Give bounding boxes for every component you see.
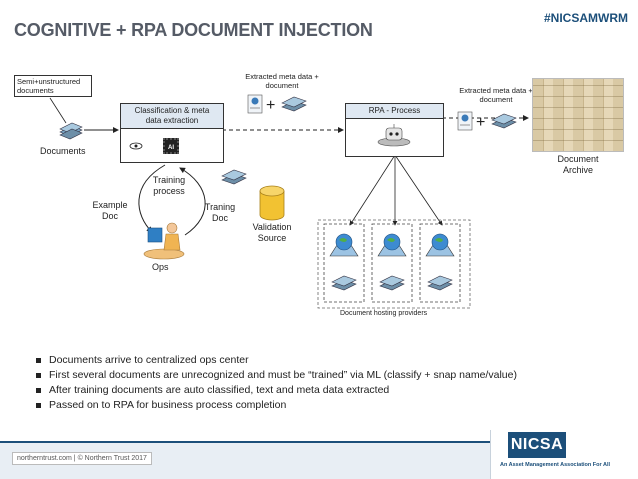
hosting-providers-label: Document hosting providers (340, 310, 428, 317)
documents-stack-icon (59, 122, 83, 140)
training-doc-label: Traning Doc (204, 202, 236, 223)
bullet-item: Documents arrive to centralized ops cent… (36, 353, 517, 368)
svg-text:+: + (476, 114, 485, 131)
training-loop-left (138, 164, 166, 233)
database-icon (259, 185, 285, 221)
svg-text:+: + (266, 97, 275, 114)
footer-site-text: northerntrust.com | © Northern Trust 201… (12, 452, 152, 465)
meta-plus-document-icon-2: + (457, 111, 517, 131)
documents-label: Documents (40, 146, 86, 156)
document-archive-label: Document Archive (557, 154, 599, 175)
nicsa-tagline: An Asset Management Association For All (500, 462, 611, 468)
bullet-item: After training documents are auto classi… (36, 383, 517, 398)
hashtag: #NICSAMWRM (544, 11, 628, 25)
bullet-item: Passed on to RPA for business process co… (36, 398, 517, 413)
extracted-meta-label-1: Extracted meta data + document (245, 72, 319, 90)
training-loop-right (179, 167, 206, 236)
hosting-provider-icon-3 (425, 233, 455, 291)
diagram: Semi+unstructured documents Documents Cl… (14, 72, 624, 317)
meta-plus-document-icon-1: + (247, 94, 307, 114)
extracted-meta-label-2: Extracted meta data + document (459, 86, 533, 104)
semi-unstructured-box: Semi+unstructured documents (14, 75, 92, 97)
ai-chip-icon: AI (163, 138, 179, 154)
rpa-process-title: RPA - Process (346, 104, 443, 119)
bullet-item: First several documents are unrecognized… (36, 368, 517, 383)
robot-icon (377, 124, 411, 147)
classification-box: Classification & meta data extraction AI (120, 103, 224, 163)
ops-label: Ops (152, 262, 169, 272)
rpa-process-box: RPA - Process (345, 103, 444, 157)
classification-box-title: Classification & meta data extraction (121, 104, 223, 129)
validation-source-label: Validation Source (252, 222, 292, 243)
footer-divider (0, 441, 490, 443)
training-documents-icon (221, 169, 247, 185)
ops-person-icon (143, 222, 185, 260)
hosting-provider-icon-1 (329, 233, 359, 291)
nicsa-logo: NICSA (508, 432, 566, 458)
training-process-label: Training process (152, 175, 186, 196)
diagram-connectors (49, 97, 529, 309)
hosting-provider-icon-2 (377, 233, 407, 291)
hosting-providers-frame (317, 219, 471, 309)
slide-title: COGNITIVE + RPA DOCUMENT INJECTION (14, 20, 373, 40)
eye-icon (129, 142, 143, 150)
example-doc-label: Example Doc (92, 200, 128, 221)
document-archive-image (532, 78, 624, 152)
bullet-list: Documents arrive to centralized ops cent… (36, 353, 517, 413)
